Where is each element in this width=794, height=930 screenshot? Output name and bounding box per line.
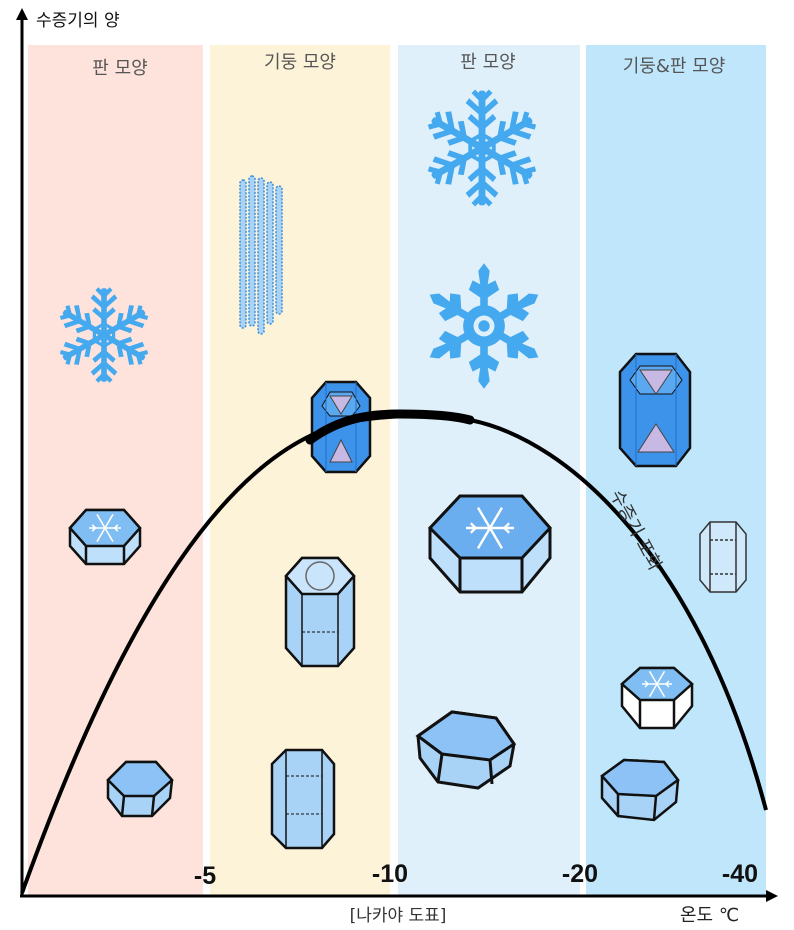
source-caption: [나카야 도표] <box>350 906 447 926</box>
tick-label-minus5: -5 <box>194 862 216 890</box>
zone-label-plate-2: 판 모양 <box>460 52 515 73</box>
hexagonal-column-crystal-small-icon <box>270 748 336 850</box>
y-axis-arrow-icon <box>16 8 28 20</box>
x-axis-arrow-icon <box>766 890 778 902</box>
zone-label-plate-1: 판 모양 <box>92 58 147 79</box>
needle-crystal-icon <box>239 175 283 335</box>
thick-hexagonal-prism-large-icon <box>415 710 517 790</box>
vapor-saturation-curve-peak <box>305 409 475 445</box>
tick-label-minus20: -20 <box>562 860 598 888</box>
zone-plate-1-background <box>28 45 203 895</box>
hexagonal-plate-crystal-icon <box>68 508 142 566</box>
tick-label-minus40: -40 <box>722 860 758 888</box>
thick-hexagonal-prism-2-icon <box>600 758 680 822</box>
zone-label-column-plate: 기둥&판 모양 <box>623 56 726 77</box>
y-axis-label: 수증기의 양 <box>36 11 120 31</box>
zone-column-plate-background <box>586 45 766 895</box>
hexagonal-plate-crystal-large-icon <box>427 494 553 594</box>
capped-column-crystal-icon-2 <box>618 352 692 468</box>
tick-label-minus10: -10 <box>372 860 408 888</box>
x-axis-label: 온도 ℃ <box>680 905 739 926</box>
zone-label-column: 기둥 모양 <box>264 52 336 73</box>
hexagonal-column-crystal-icon <box>284 556 356 668</box>
thick-hexagonal-prism-icon <box>106 760 174 818</box>
snowflake-sector-icon <box>422 263 546 388</box>
hexagonal-plate-crystal-2-icon <box>620 666 694 730</box>
thin-column-crystal-icon <box>699 521 747 593</box>
